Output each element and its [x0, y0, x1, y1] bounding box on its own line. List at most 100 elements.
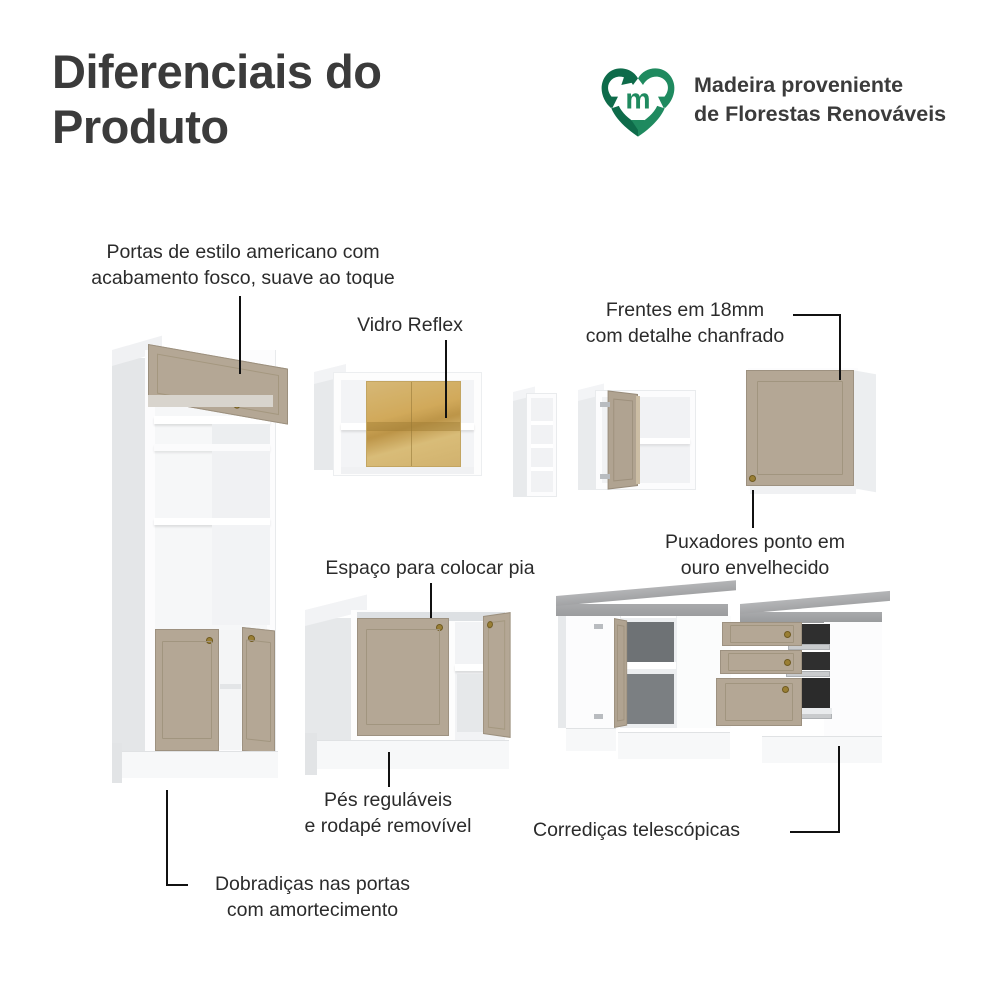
callout-line-2: acabamento fosco, suave ao toque — [91, 266, 395, 289]
corner-base-cavity-upper — [626, 622, 674, 662]
leader-line-puxadores — [752, 490, 754, 528]
eco-badge-text: Madeira proveniente de Florestas Renováv… — [694, 71, 946, 129]
drawer-front-top[interactable] — [722, 622, 802, 646]
tall-cabinet-niche-shadow — [212, 525, 270, 625]
callout-line-1: Portas de estilo americano com — [106, 241, 380, 263]
callout-puxadores: Puxadores ponto em ouro envelhecido — [635, 530, 875, 582]
callout-portas-americano: Portas de estilo americano com acabament… — [58, 240, 428, 292]
closed-wall-cabinet-bottom — [750, 486, 856, 494]
page-title-line-1: Diferenciais do — [52, 45, 382, 98]
corner-base-left-wing — [564, 616, 621, 728]
tall-cabinet-plinth — [116, 751, 278, 778]
tall-cabinet-shelf — [154, 518, 270, 525]
eco-badge: m Madeira proveniente de Florestas Renov… — [596, 60, 946, 140]
callout-line-2: e rodapé removível — [304, 814, 472, 837]
sink-base-plinth — [309, 740, 509, 769]
corner-base-countertop — [556, 604, 728, 616]
logo-letter: m — [625, 83, 650, 115]
product-open-shelf-unit — [513, 386, 557, 500]
page-title: Diferenciais do Produto — [52, 44, 522, 155]
callout-line-1: Espaço para colocar pia — [325, 557, 535, 579]
drawer-unit-countertop — [740, 612, 882, 623]
drawer-cavity — [798, 624, 830, 644]
drawer-unit-plinth — [762, 736, 882, 763]
drawer-front-bottom[interactable] — [716, 678, 802, 726]
tall-cabinet-lower-shelf — [220, 684, 241, 689]
callout-frentes-18mm: Frentes em 18mm com detalhe chanfrado — [560, 298, 810, 350]
callout-line-2: com amortecimento — [226, 898, 399, 921]
tall-cabinet-niche-shadow — [212, 451, 270, 518]
product-sink-base-cabinet — [305, 594, 525, 775]
tall-cabinet-lower-door-left[interactable] — [155, 629, 219, 751]
shelf-unit-shelf — [531, 421, 553, 425]
callout-line-1: Puxadores ponto em — [665, 531, 845, 553]
glass-cabinet-bottom — [341, 467, 474, 474]
leader-line-vidro-reflex — [445, 340, 447, 418]
callout-line-1: Pés reguláveis — [324, 789, 452, 811]
door-edge-18mm — [636, 396, 640, 484]
closed-wall-cabinet-knob[interactable] — [749, 475, 756, 482]
drawer-unit-countertop-top — [740, 590, 890, 614]
closed-wall-cabinet-door[interactable] — [746, 370, 854, 486]
product-corner-base-cabinet — [556, 580, 736, 772]
glass-shelf-reflection — [367, 422, 460, 432]
drawer-top-knob[interactable] — [784, 631, 791, 638]
drawer-front-middle[interactable] — [720, 650, 802, 674]
leader-line-corrediças-v — [838, 746, 840, 832]
tall-cabinet-lower-door-right[interactable] — [242, 627, 275, 755]
product-closed-wall-cabinet — [744, 362, 876, 498]
telescopic-slide-rail — [786, 671, 830, 677]
door-chamfer-frame — [617, 624, 625, 722]
recycling-heart-logo: m — [601, 68, 675, 137]
eco-text-line-2: de Florestas Renováveis — [694, 102, 947, 126]
tall-cabinet-flip-door-underside — [148, 395, 273, 407]
callout-pes-reguláveis: Pés reguláveis e rodapé removível — [268, 788, 508, 840]
leader-line-dobradiças-h — [166, 884, 188, 886]
product-tall-cabinet — [112, 335, 317, 794]
leader-line-espaco-pia — [430, 583, 432, 618]
lower-door-left-knob[interactable] — [206, 637, 213, 644]
callout-vidro-reflex: Vidro Reflex — [310, 313, 510, 339]
tall-cabinet-left-side — [112, 358, 146, 770]
hinge-icon — [594, 624, 603, 629]
sink-base-door-left-knob[interactable] — [436, 624, 443, 631]
drawer-middle-knob[interactable] — [784, 659, 791, 666]
drawer-unit-carcass — [824, 622, 882, 736]
sink-base-door-left[interactable] — [357, 618, 449, 736]
tall-cabinet-lower-gap — [220, 630, 241, 750]
shelf-unit-shelf — [531, 444, 553, 448]
tall-cabinet-shelf — [154, 416, 270, 424]
leader-line-corrediças-h — [790, 831, 840, 833]
product-drawer-unit — [706, 590, 890, 773]
open-wall-cabinet-door[interactable] — [607, 390, 638, 490]
tall-cabinet-niche-shadow — [212, 424, 270, 444]
product-glass-wall-cabinet — [314, 364, 482, 490]
callout-line-1: Vidro Reflex — [357, 314, 463, 336]
callout-line-1: Dobradiças nas portas — [214, 873, 411, 895]
sink-base-door-right[interactable] — [483, 612, 511, 738]
hinge-icon — [600, 402, 610, 407]
corner-base-door-open[interactable] — [614, 618, 628, 728]
callout-espaco-pia: Espaço para colocar pia — [295, 556, 565, 582]
drawer-cavity — [798, 652, 830, 670]
corner-base-shelf — [622, 662, 678, 669]
door-chamfer-frame — [487, 620, 506, 730]
leader-line-dobradiças-v — [166, 790, 168, 885]
lower-door-right-knob[interactable] — [248, 634, 255, 643]
drawer-bottom-knob[interactable] — [782, 686, 789, 693]
corner-base-left-side — [558, 616, 566, 728]
leader-line-frentes-18mm-v — [839, 314, 841, 380]
callout-line-1: Corrediças telescópicas — [533, 819, 741, 841]
open-wall-cabinet-shelf — [638, 438, 690, 444]
product-open-wall-cabinet — [578, 383, 696, 498]
sink-base-left-side — [305, 618, 353, 740]
shelf-unit-left-side — [513, 397, 527, 497]
corner-base-plinth-front — [618, 732, 730, 759]
sink-base-plinth-side — [305, 733, 317, 775]
hinge-icon — [594, 714, 603, 719]
callout-corrediças: Corrediças telescópicas — [533, 818, 803, 844]
tall-cabinet-plinth-side — [112, 743, 122, 783]
leader-line-portas-americano — [239, 296, 241, 374]
callout-line-1: Frentes em 18mm — [605, 299, 765, 321]
